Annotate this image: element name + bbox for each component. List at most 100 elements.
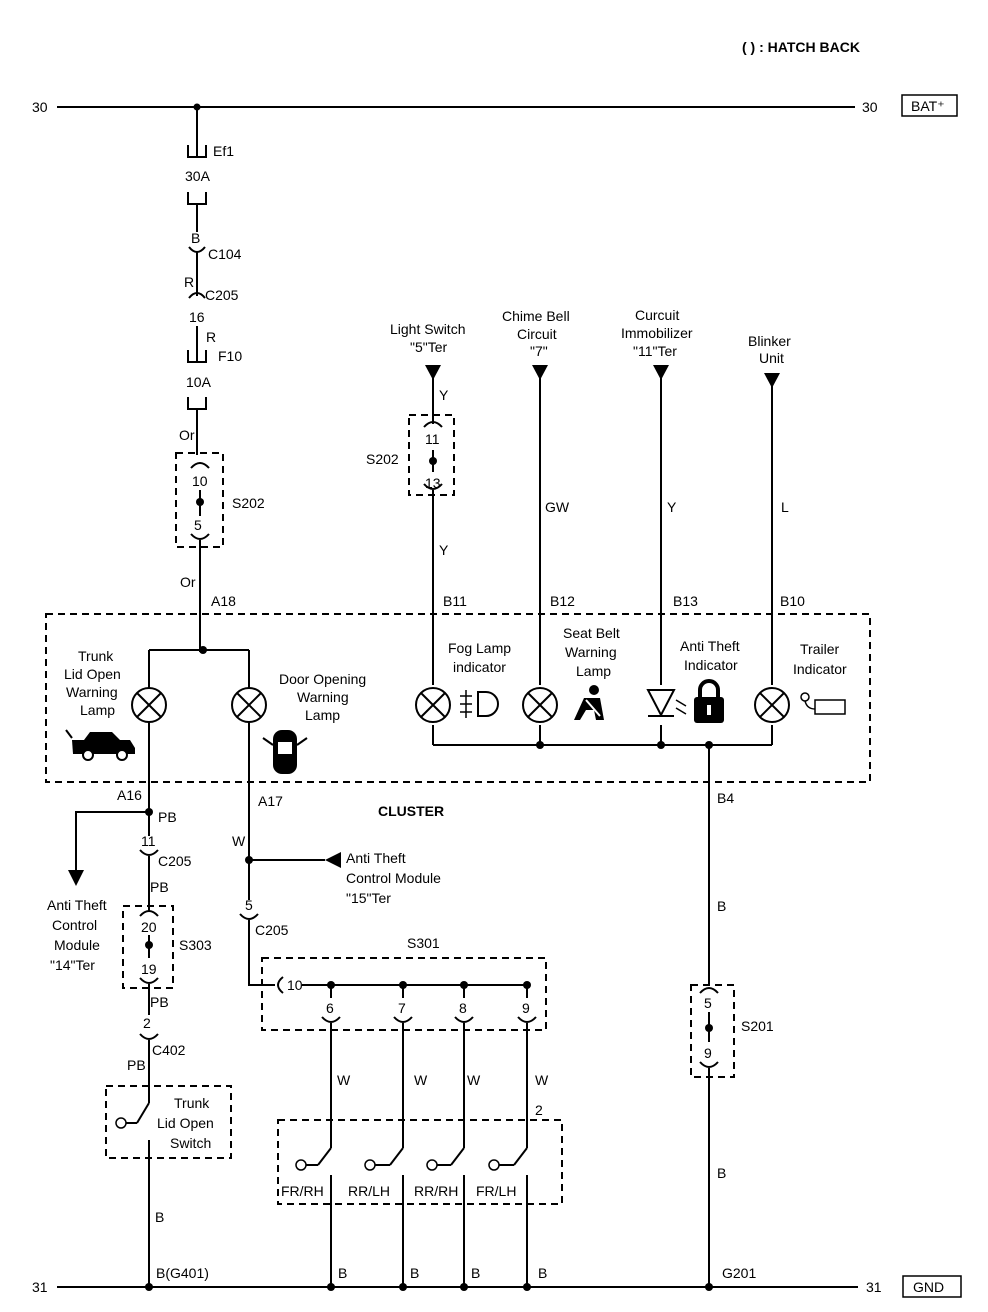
bat-tag-box — [901, 94, 958, 117]
seat-belt-bulb — [522, 687, 558, 723]
rail-bottom-left-label: 31 — [32, 1279, 48, 1295]
left-atcm-label-2: Control — [52, 917, 97, 933]
fuse-ef1-label: Ef1 — [213, 143, 234, 159]
right-wire-b1: B — [717, 898, 726, 914]
door-switch-pin: 2 — [535, 1102, 543, 1118]
trunk-lamp-label-4: Lamp — [80, 702, 115, 718]
light-switch-wire-top: Y — [439, 387, 449, 403]
left-wire-pb3: PB — [150, 994, 169, 1010]
s202-right-label: S202 — [366, 451, 399, 467]
s303-top-pin: 20 — [141, 919, 157, 935]
mid-c205-pin: 5 — [245, 897, 253, 913]
wire-r1: R — [184, 274, 194, 290]
wire-r2: R — [206, 329, 216, 345]
s201-top-pin: 5 — [704, 995, 712, 1011]
s202-right-box — [408, 414, 455, 496]
anti-theft-led — [646, 689, 676, 718]
ground-b-3: B — [471, 1265, 480, 1281]
blinker-label-2: Unit — [759, 350, 784, 366]
g401-label: B(G401) — [156, 1265, 209, 1281]
door-lamp-label-2: Warning — [297, 689, 349, 705]
door-switch-box — [277, 1119, 563, 1205]
door-wire-3: W — [467, 1072, 481, 1088]
trunk-lamp-label-3: Warning — [66, 684, 118, 700]
cluster-left-wiring: Trunk Lid Open Warning Lamp Door Opening… — [64, 646, 366, 900]
switch-rr-rh: RR/RH — [414, 1183, 458, 1199]
door-wire-1: W — [337, 1072, 351, 1088]
trunk-switch-label-2: Lid Open — [157, 1115, 214, 1131]
s301-label: S301 — [407, 935, 440, 951]
trunk-lamp-label-2: Lid Open — [64, 666, 121, 682]
door-car-icon — [262, 730, 308, 774]
trailer-icon — [800, 692, 846, 715]
light-switch-wire-bottom: Y — [439, 542, 449, 558]
seat-belt-icon — [574, 685, 604, 720]
left-wire-pb2: PB — [150, 879, 169, 895]
s202-right-top-pin: 11 — [425, 431, 440, 447]
left-atcm-label-1: Anti Theft — [47, 897, 107, 913]
rail-top-right-label: 30 — [862, 99, 878, 115]
light-switch-label-2: "5"Ter — [410, 339, 448, 355]
b11-label: B11 — [443, 593, 467, 609]
s201-bottom-pin: 9 — [704, 1045, 712, 1061]
fuse-f10-label: F10 — [218, 348, 242, 364]
s303-bottom-pin: 19 — [141, 961, 157, 977]
s201-box — [690, 984, 735, 1078]
immobilizer-wire: Y — [667, 499, 677, 515]
right-wire-b2: B — [717, 1165, 726, 1181]
anti-theft-ind-label-2: Indicator — [684, 657, 738, 673]
switch-fr-rh: FR/RH — [281, 1183, 324, 1199]
left-wire-pb1: PB — [158, 809, 177, 825]
bat-tag: BAT⁺ — [911, 98, 945, 114]
b10-label: B10 — [780, 593, 805, 609]
fuse-ef1-rating: 30A — [185, 168, 211, 184]
rail-bottom-right-label: 31 — [866, 1279, 882, 1295]
a17-label: A17 — [258, 793, 283, 809]
trailer-label-1: Trailer — [800, 641, 839, 657]
c205-top-pin: 16 — [189, 309, 205, 325]
immobilizer-label-3: "11"Ter — [633, 343, 677, 359]
trunk-switch-label-1: Trunk — [174, 1095, 210, 1111]
ground-b-2: B — [410, 1265, 419, 1281]
right-branch: B 5 9 S201 B G201 — [690, 898, 774, 1291]
ground-b-1: B — [338, 1265, 347, 1281]
left-branch: PB Anti Theft Control Module "14"Ter 11 … — [47, 808, 232, 1291]
gnd-tag-box — [902, 1275, 962, 1298]
switch-rr-lh: RR/LH — [348, 1183, 390, 1199]
fuse-chain: Ef1 30A B C104 R C205 16 R F10 10A Or 10… — [175, 107, 265, 652]
s303-label: S303 — [179, 937, 212, 953]
trunk-car-icon — [65, 729, 135, 761]
immobilizer-label-2: Immobilizer — [621, 325, 693, 341]
middle-branch: W Anti Theft Control Module "15"Ter 5 C2… — [232, 833, 563, 1291]
door-wire-4: W — [535, 1072, 549, 1088]
light-switch-label-1: Light Switch — [390, 321, 465, 337]
b13-label: B13 — [673, 593, 698, 609]
left-c205-pin: 11 — [141, 833, 156, 849]
wire-or1: Or — [179, 427, 195, 443]
chime-wire: GW — [545, 499, 570, 515]
c104-label: C104 — [208, 246, 242, 262]
a16-label: A16 — [117, 787, 142, 803]
b12-label: B12 — [550, 593, 575, 609]
padlock-icon — [694, 679, 724, 723]
s301-pin-7: 7 — [398, 1000, 406, 1016]
hatch-back-note: ( ) : HATCH BACK — [742, 39, 860, 55]
b4-label: B4 — [717, 790, 734, 806]
a18-label: A18 — [211, 593, 236, 609]
s202-left-label: S202 — [232, 495, 265, 511]
rail-top-left-label: 30 — [32, 99, 48, 115]
cluster-title: CLUSTER — [378, 803, 444, 819]
cluster-box — [45, 613, 871, 783]
led-rays-icon — [675, 699, 687, 715]
trunk-switch-box — [105, 1085, 232, 1159]
input-immobilizer: Curcuit Immobilizer "11"Ter Y B13 — [621, 307, 698, 690]
door-lamp-label-1: Door Opening — [279, 671, 366, 687]
anti-theft-ind-label-1: Anti Theft — [680, 638, 740, 654]
mid-atcm-label-3: "15"Ter — [346, 890, 391, 906]
gnd-tag: GND — [913, 1279, 944, 1295]
blinker-label-1: Blinker — [748, 333, 791, 349]
seat-belt-label-1: Seat Belt — [563, 625, 620, 641]
blinker-wire: L — [781, 499, 789, 515]
input-chime-bell: Chime Bell Circuit "7" GW B12 — [502, 308, 575, 690]
mid-wire-w: W — [232, 833, 246, 849]
